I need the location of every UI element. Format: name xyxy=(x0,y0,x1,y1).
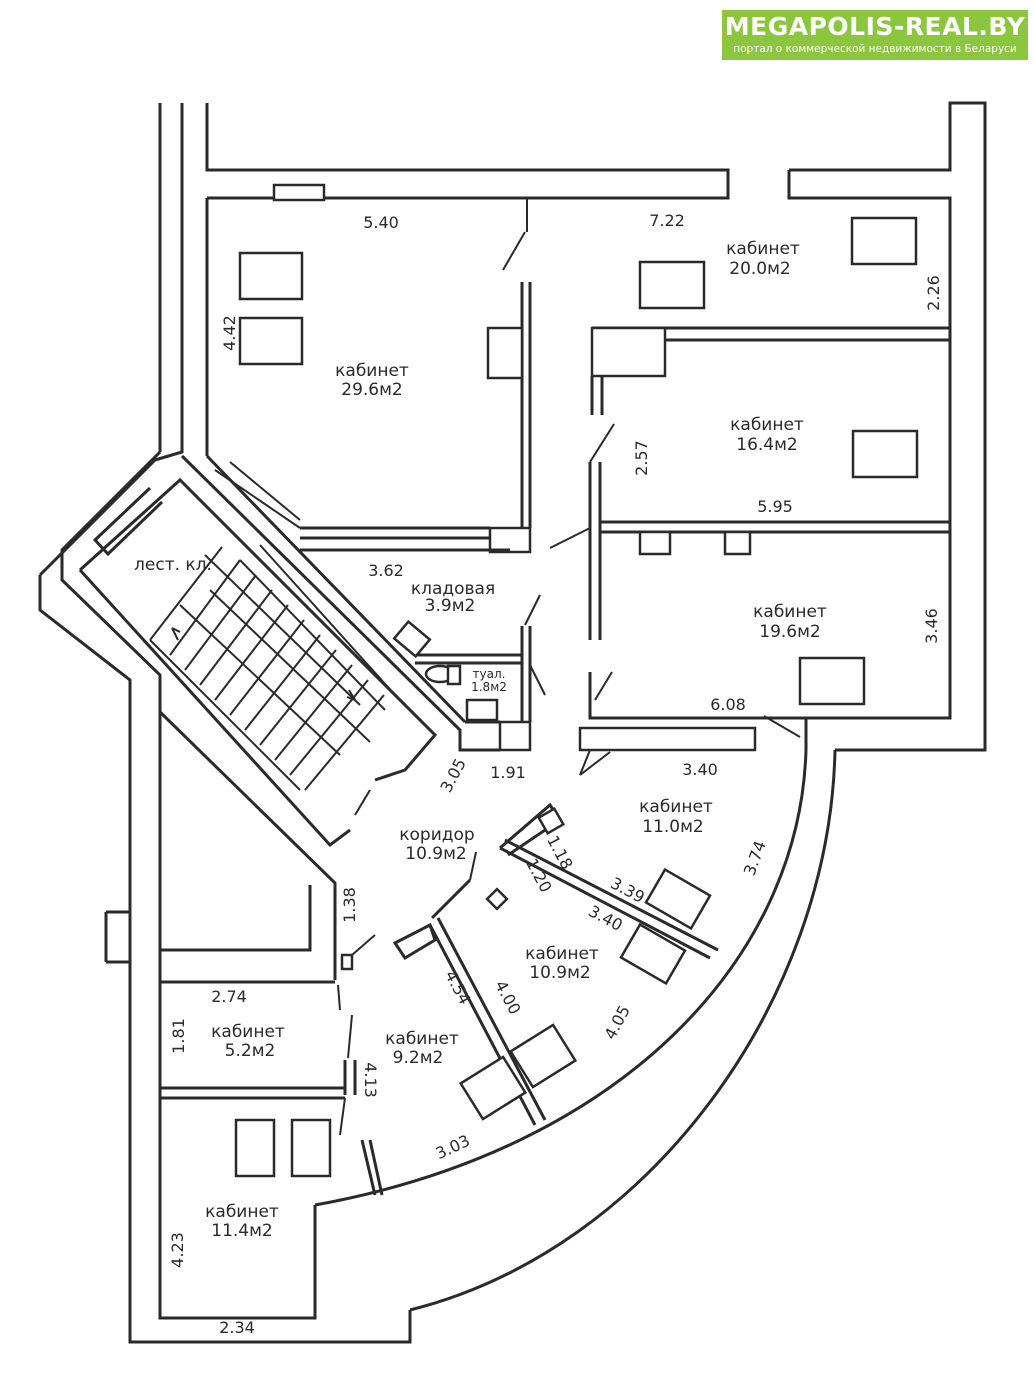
outer-walls xyxy=(38,101,987,1344)
room-name: кабинет xyxy=(525,944,599,964)
room-area: 19.6м2 xyxy=(759,622,821,642)
site-logo[interactable]: MEGAPOLIS-REAL.BY портал о коммерческой … xyxy=(722,10,1028,60)
room-area: 3.9м2 xyxy=(425,596,476,616)
desk-icon xyxy=(851,429,919,479)
dimension-label: 3.40 xyxy=(682,760,718,779)
dimension-label: 3.62 xyxy=(368,561,404,580)
room-name: кабинет xyxy=(753,602,827,622)
dimension-label: 4.13 xyxy=(361,1062,380,1098)
room-name: кабинет xyxy=(335,361,409,381)
dimension-label: 2.26 xyxy=(924,275,943,311)
room-name: кладовая xyxy=(411,579,495,599)
dimension-label: 6.08 xyxy=(710,695,746,714)
dimension-label: 3.46 xyxy=(922,608,941,644)
room-area: 1.8м2 xyxy=(471,680,507,694)
dimension-label: 4.05 xyxy=(600,1002,634,1042)
desk-icon xyxy=(850,216,918,266)
room-name: кабинет xyxy=(205,1202,279,1222)
dimension-label: 2.74 xyxy=(211,987,247,1006)
room-area: 29.6м2 xyxy=(341,380,403,400)
room-name: кабинет xyxy=(730,415,804,435)
dimension-label: 1.38 xyxy=(340,887,359,923)
desk-icon xyxy=(644,867,712,931)
room-area: 5.2м2 xyxy=(225,1041,276,1061)
room-name: туал. xyxy=(473,667,506,681)
dimension-label: 5.40 xyxy=(363,213,399,232)
dimension-label: 2.34 xyxy=(219,1318,255,1337)
dimension-label: 4.42 xyxy=(220,315,239,351)
room-area: 10.9м2 xyxy=(405,844,467,864)
desk-icon xyxy=(798,656,866,706)
desk-icon xyxy=(290,1118,332,1178)
room-labels: кабинет 29.6м2 кабинет 20.0м2 кабинет 16… xyxy=(134,239,827,1241)
room-area: 16.4м2 xyxy=(736,435,798,455)
room-area: 20.0м2 xyxy=(729,259,791,279)
dimension-label: 4.23 xyxy=(168,1232,187,1268)
dimension-label: 7.22 xyxy=(649,211,685,230)
room-area: 9.2м2 xyxy=(393,1048,444,1068)
desk-icon xyxy=(638,260,706,310)
dimension-label: 3.40 xyxy=(585,901,625,935)
dimension-label: 3.05 xyxy=(436,755,470,795)
window-icon xyxy=(272,183,326,202)
dimension-label: 1.20 xyxy=(522,855,556,895)
dimension-label: 1.81 xyxy=(169,1018,188,1054)
desk-icon xyxy=(619,922,687,986)
desk-icon xyxy=(234,1118,276,1178)
desk-icon xyxy=(238,316,304,366)
interior-walls xyxy=(78,198,950,1196)
room-name: кабинет xyxy=(726,239,800,259)
room-name: кабинет xyxy=(639,797,713,817)
room-name: коридор xyxy=(399,825,474,845)
logo-tagline: портал о коммерческой недвижимости в Бел… xyxy=(733,43,1017,55)
desk-icon xyxy=(508,1023,578,1089)
room-area: 11.0м2 xyxy=(642,817,704,837)
dimension-label: 4.00 xyxy=(491,977,525,1017)
dimension-label: 5.95 xyxy=(757,497,793,516)
dimension-label: 3.74 xyxy=(740,838,770,878)
room-name: кабинет xyxy=(211,1022,285,1042)
room-area: 11.4м2 xyxy=(211,1221,273,1241)
logo-brand: MEGAPOLIS-REAL.BY xyxy=(724,12,1026,41)
stairs xyxy=(149,544,396,791)
room-area: 10.9м2 xyxy=(529,963,591,983)
desks xyxy=(234,216,919,1178)
room-name: кабинет xyxy=(385,1029,459,1049)
dimension-label: 1.91 xyxy=(490,763,526,782)
room-name: лест. кл. xyxy=(134,555,212,575)
dimension-label: 1.18 xyxy=(543,832,577,872)
dimension-label: 2.57 xyxy=(632,440,651,476)
desk-icon xyxy=(238,251,304,301)
desk-icon xyxy=(458,1055,528,1121)
dimension-label: 3.03 xyxy=(433,1131,473,1163)
